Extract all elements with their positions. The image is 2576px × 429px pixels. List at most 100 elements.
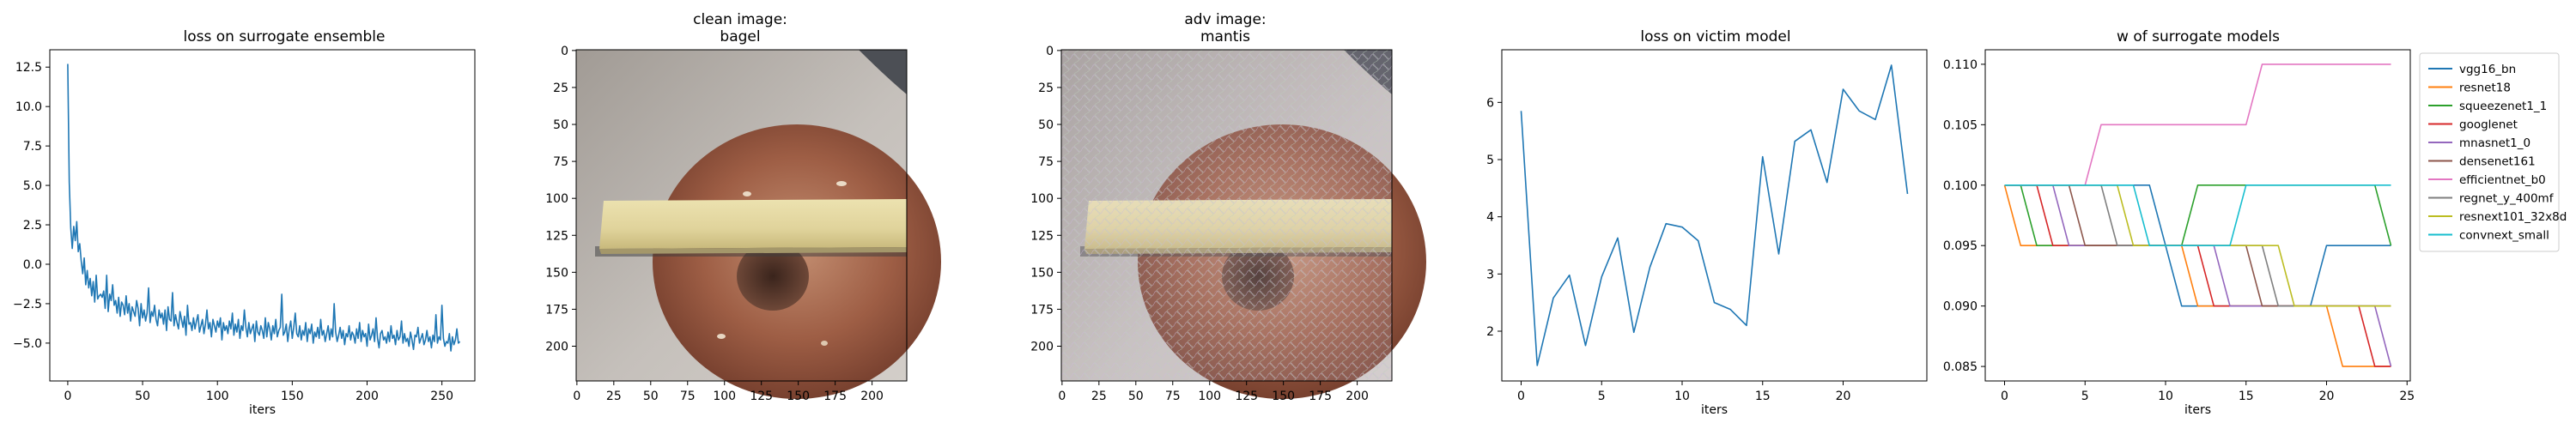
- x-tick-label: 175: [1309, 390, 1332, 403]
- y-tick-label: 100: [1030, 192, 1054, 206]
- y-tick-label: −5.0: [13, 337, 42, 351]
- plot-frame: [1984, 49, 2411, 382]
- x-tick-label: 125: [1235, 390, 1258, 403]
- chart-title: clean image:bagel: [693, 11, 787, 45]
- y-tick-label: 5: [1486, 154, 1494, 167]
- y-tick-label: 25: [1038, 82, 1054, 95]
- series-line: [67, 63, 461, 352]
- x-tick-label: 20: [1836, 390, 1851, 403]
- y-tick-label: 150: [545, 266, 568, 280]
- y-tick-label: 100: [545, 192, 568, 206]
- y-tick-label: 75: [553, 155, 568, 169]
- x-tick-label: 150: [787, 390, 810, 403]
- y-tick-label: 0: [1046, 45, 1054, 58]
- y-tick-label: 0.105: [1943, 118, 1978, 132]
- legend-label: efficientnet_b0: [2459, 173, 2546, 187]
- clean-bagel-image: [576, 50, 941, 399]
- x-tick-label: 50: [643, 390, 659, 403]
- chart-title: adv image:mantis: [1184, 11, 1266, 45]
- x-tick-label: 100: [1198, 390, 1221, 403]
- legend-label: vgg16_bn: [2459, 63, 2516, 76]
- x-tick-label: 10: [2158, 390, 2173, 403]
- x-tick-label: 0: [2001, 390, 2008, 403]
- x-tick-label: 250: [430, 390, 453, 403]
- y-tick-label: 0.0: [23, 258, 42, 272]
- x-tick-label: 100: [206, 390, 229, 403]
- x-axis-label: iters: [249, 403, 276, 417]
- panel-adv-image: adv image:mantis 0 25 50 75 100 125 150 175 200 0…: [1030, 11, 1426, 403]
- chart-title: w of surrogate models: [2117, 28, 2280, 45]
- x-tick-label: 5: [1598, 390, 1606, 403]
- x-tick-label: 100: [713, 390, 736, 403]
- y-tick-label: 125: [545, 229, 568, 243]
- legend-label: regnet_y_400mf: [2459, 192, 2555, 206]
- legend-label: convnext_small: [2459, 229, 2549, 243]
- series-line-convnext_small: [2004, 184, 2391, 247]
- x-tick-label: 175: [823, 390, 847, 403]
- y-tick-label: 200: [1030, 341, 1054, 354]
- x-tick-label: 5: [2081, 390, 2089, 403]
- x-tick-label: 25: [1091, 390, 1107, 403]
- x-tick-label: 25: [606, 390, 622, 403]
- x-tick-label: 200: [1346, 390, 1369, 403]
- y-tick-label: 150: [1030, 266, 1054, 280]
- x-tick-label: 50: [135, 390, 150, 403]
- y-tick-label: 2.5: [23, 219, 42, 233]
- x-axis-label: iters: [1701, 403, 1728, 417]
- legend-label: densenet161: [2459, 155, 2536, 169]
- y-tick-label: 7.5: [23, 140, 42, 154]
- x-tick-label: 125: [750, 390, 773, 403]
- legend-label: resnet18: [2459, 82, 2511, 95]
- panel-clean-image: clean image:bagel 0 25 50 75 100 125 150 175 200…: [545, 11, 941, 403]
- y-tick-label: 125: [1030, 229, 1054, 243]
- legend-label: resnext101_32x8d: [2459, 210, 2567, 224]
- x-tick-label: 10: [1674, 390, 1690, 403]
- y-tick-label: 0.090: [1943, 300, 1978, 314]
- plot-frame: [49, 49, 476, 382]
- x-tick-label: 25: [2399, 390, 2415, 403]
- series-line: [1520, 64, 1909, 366]
- plot-frame: [1501, 49, 1928, 382]
- x-tick-label: 0: [1058, 390, 1066, 403]
- title-line: adv image:: [1184, 11, 1266, 28]
- legend-label: mnasnet1_0: [2459, 136, 2530, 150]
- x-axis-label: iters: [2184, 403, 2211, 417]
- x-tick-label: 0: [573, 390, 580, 403]
- y-tick-label: 12.5: [15, 61, 42, 75]
- x-tick-label: 75: [680, 390, 696, 403]
- chart-title: loss on victim model: [1640, 28, 1790, 45]
- x-tick-label: 150: [1272, 390, 1295, 403]
- x-tick-label: 0: [1517, 390, 1525, 403]
- x-tick-label: 200: [355, 390, 379, 403]
- y-tick-label: 50: [553, 118, 568, 132]
- y-tick-label: 25: [553, 82, 568, 95]
- y-tick-label: 200: [545, 341, 568, 354]
- y-tick-label: 6: [1486, 96, 1494, 110]
- x-tick-label: 50: [1128, 390, 1144, 403]
- y-tick-label: 0.110: [1943, 58, 1978, 72]
- chart-title: loss on surrogate ensemble: [184, 28, 386, 45]
- x-tick-label: 15: [2239, 390, 2254, 403]
- y-tick-label: 0.085: [1943, 360, 1978, 374]
- y-tick-label: 4: [1486, 211, 1494, 225]
- y-tick-label: 0: [561, 45, 568, 58]
- x-tick-label: 150: [281, 390, 304, 403]
- y-tick-label: 175: [1030, 303, 1054, 317]
- y-tick-label: 50: [1038, 118, 1054, 132]
- y-tick-label: 5.0: [23, 179, 42, 193]
- x-tick-label: 75: [1165, 390, 1181, 403]
- plot-frame: [1060, 49, 1393, 382]
- title-line: mantis: [1200, 28, 1250, 45]
- legend-label: googlenet: [2459, 118, 2518, 132]
- y-tick-label: −2.5: [13, 298, 42, 311]
- y-tick-label: 10.0: [15, 100, 42, 114]
- x-tick-label: 20: [2319, 390, 2335, 403]
- y-tick-label: 3: [1486, 268, 1494, 281]
- y-tick-label: 0.100: [1943, 179, 1978, 193]
- y-tick-label: 0.095: [1943, 239, 1978, 253]
- y-tick-label: 2: [1486, 325, 1494, 339]
- legend: vgg16_bnresnet18squeezenet1_1googlenetmn…: [2419, 52, 2567, 252]
